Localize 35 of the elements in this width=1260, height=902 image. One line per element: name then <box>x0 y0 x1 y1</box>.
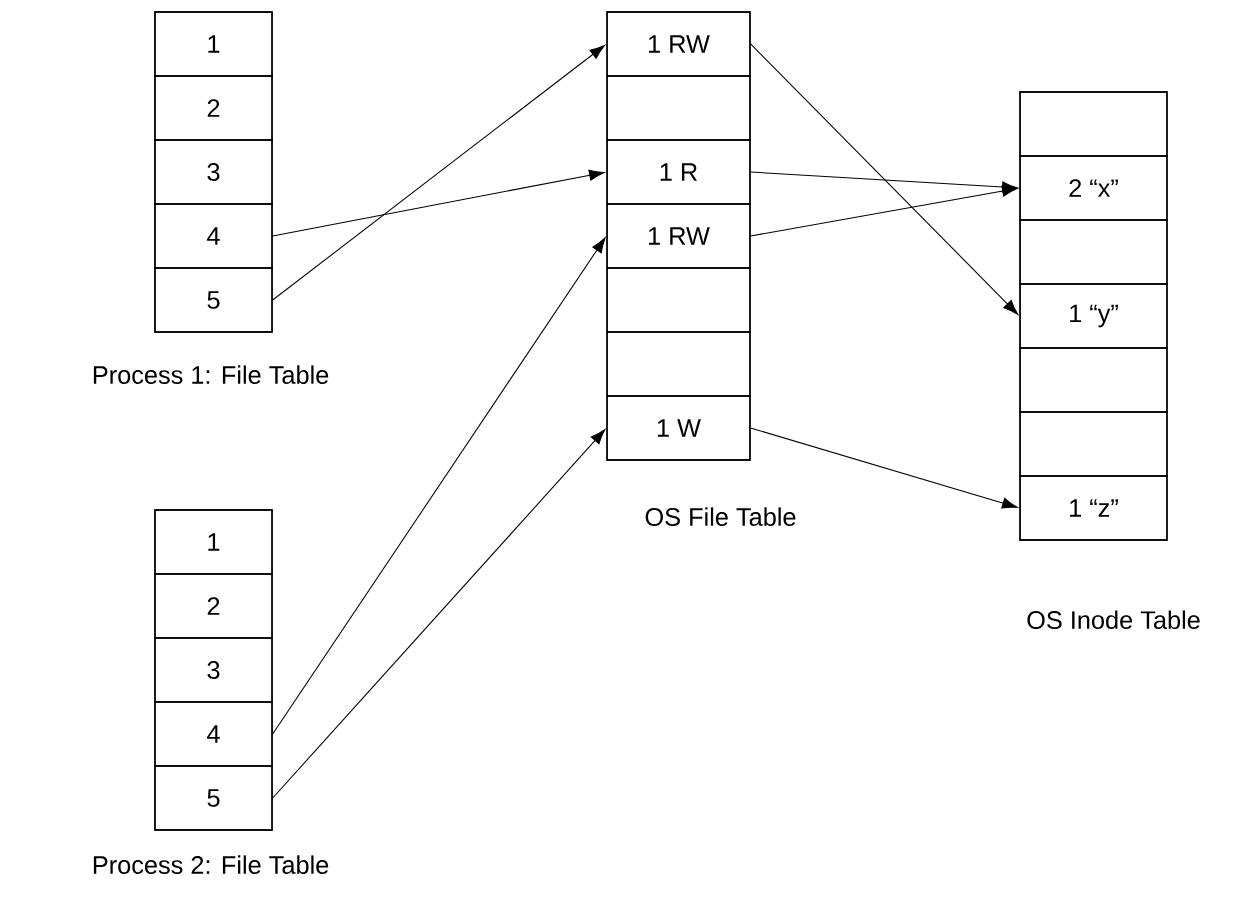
empty-cell <box>1019 219 1168 285</box>
table-cell: 5 <box>154 267 273 333</box>
table-cell: 3 <box>154 637 273 703</box>
arrow <box>272 44 606 301</box>
node-label: OS Inode Table <box>1027 610 1200 630</box>
arrow <box>750 43 1019 315</box>
table-cell: 1 <box>154 11 273 77</box>
empty-cell <box>606 75 751 141</box>
table-cell: 1 “y” <box>1019 283 1168 349</box>
table-cell: 1 <box>154 509 273 575</box>
table-cell: 4 <box>154 701 273 767</box>
empty-cell <box>1019 347 1168 413</box>
arrow <box>272 237 606 735</box>
node-label: OS File Table <box>645 507 796 526</box>
empty-cell <box>606 267 751 333</box>
node-label: Process 1: File Table <box>93 365 329 384</box>
arrow <box>272 169 605 237</box>
table-cell: 5 <box>154 765 273 831</box>
table-cell: 2 <box>154 573 273 639</box>
table-cell: 3 <box>154 139 273 205</box>
arrow <box>750 427 1018 509</box>
table-cell: 1 W <box>606 395 751 461</box>
table-cell: 1 RW <box>606 203 751 269</box>
table-cell: 2 <box>154 75 273 141</box>
empty-cell <box>606 331 751 397</box>
table-cell: 1 RW <box>606 11 751 77</box>
empty-cell <box>1019 91 1168 157</box>
table-cell: 1 R <box>606 139 751 205</box>
table-cell: 1 “z” <box>1019 475 1168 541</box>
empty-cell <box>1019 411 1168 477</box>
node-label: Process 2: File Table <box>93 855 329 874</box>
table-cell: 4 <box>154 203 273 269</box>
arrow <box>750 185 1018 237</box>
table-cell: 2 “x” <box>1019 155 1168 221</box>
arrow <box>272 429 606 799</box>
